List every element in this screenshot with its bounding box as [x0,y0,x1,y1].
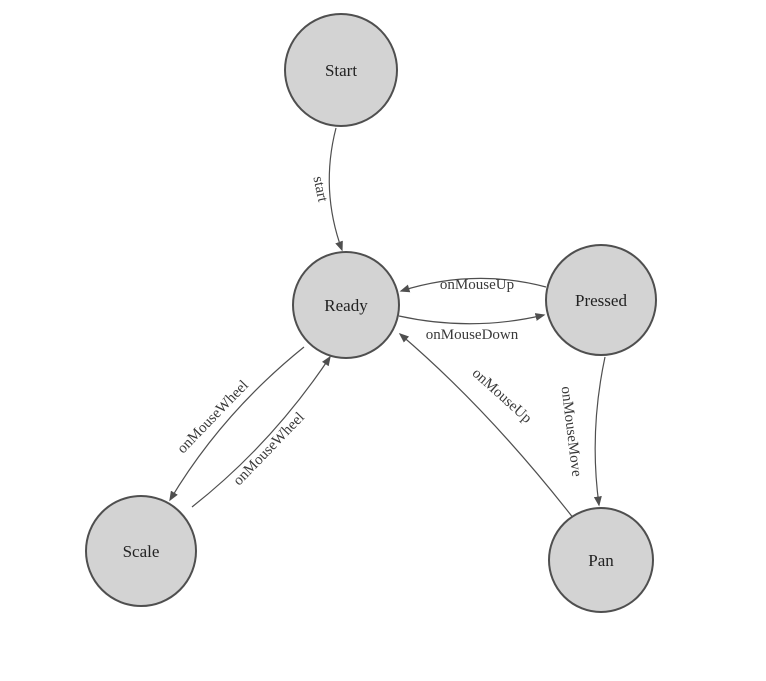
state-label-start: Start [325,61,357,80]
state-label-pressed: Pressed [575,291,627,310]
edge-scale-to-ready: onMouseWheel [191,355,331,508]
edge-line [191,355,331,508]
state-circle-ready [292,251,400,359]
edge-label-pressed-to-ready: onMouseUp [440,277,514,293]
state-node-scale: Scale [85,495,197,607]
edge-line [169,346,305,502]
state-label-pan: Pan [588,551,614,570]
edge-line [328,127,343,252]
state-circle-scale [85,495,197,607]
edge-pressed-to-ready: onMouseUp [399,277,547,293]
state-node-pan: Pan [548,507,654,613]
edge-label-scale-to-ready: onMouseWheel [230,410,307,489]
edge-start-to-ready: start [309,127,343,252]
edge-line [398,333,575,520]
state-label-ready: Ready [324,296,368,315]
edge-pan-to-ready: onMouseUp [398,333,575,520]
edge-line [593,356,606,507]
edge-label-pressed-to-pan: onMouseMove [557,385,584,477]
edge-label-ready-to-scale: onMouseWheel [174,378,251,457]
edge-label-start-to-ready: start [309,175,330,204]
state-circle-start [284,13,398,127]
state-node-ready: Ready [292,251,400,359]
state-circle-pan [548,507,654,613]
edge-ready-to-pressed: onMouseDown [398,313,546,343]
state-node-start: Start [284,13,398,127]
state-label-scale: Scale [123,542,160,561]
edge-label-pan-to-ready: onMouseUp [469,365,535,427]
state-node-pressed: Pressed [545,244,657,356]
state-circle-pressed [545,244,657,356]
edge-line [399,277,547,293]
edge-line [398,313,546,325]
edge-label-ready-to-pressed: onMouseDown [426,327,519,343]
edge-pressed-to-pan: onMouseMove [557,356,606,507]
